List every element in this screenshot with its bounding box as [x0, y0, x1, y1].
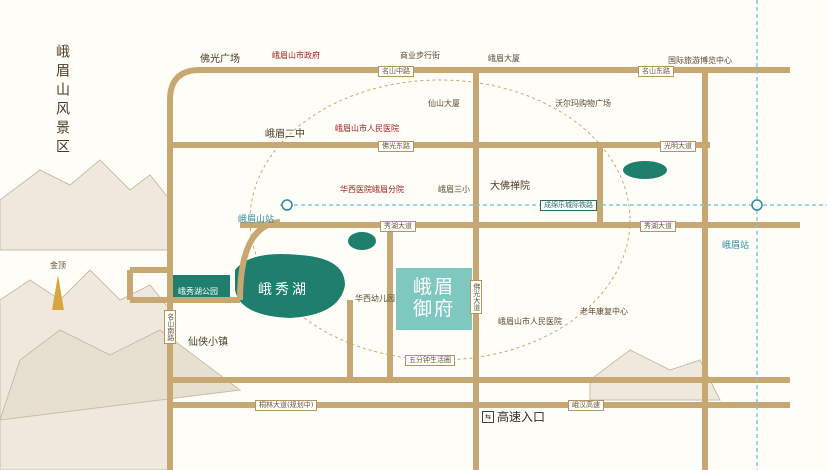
poi-walmart[interactable]: 沃尔玛购物广场: [555, 99, 611, 108]
poi-school2[interactable]: 峨眉二中: [265, 129, 305, 140]
poi-elderly[interactable]: 老年康复中心: [580, 307, 628, 316]
emeishan-station-dot: [281, 199, 293, 211]
poi-foguang-plaza[interactable]: 佛光广场: [200, 54, 240, 65]
road-tongbao: 桐林大道(规划中): [255, 400, 318, 411]
poi-huaxi[interactable]: 华西医院峨眉分院: [340, 185, 404, 194]
poi-gov[interactable]: 峨眉山市政府: [272, 51, 320, 60]
poi-school3[interactable]: 峨眉三小: [438, 185, 470, 194]
road-xiuhu-east: 秀湖大道: [640, 221, 676, 232]
jinding-temple-icon: [52, 275, 64, 310]
poi-city-hospital[interactable]: 峨眉山市人民医院: [498, 317, 562, 326]
poi-kindergarten[interactable]: 华西幼儿园: [355, 294, 395, 303]
road-mingshan-east: 名山东路: [638, 66, 674, 77]
rail-label: 成绵乐城际铁路: [540, 200, 597, 211]
poi-xianshan[interactable]: 仙山大厦: [428, 99, 460, 108]
road-guangming: 光明大道: [660, 141, 696, 152]
poi-dafo[interactable]: 大佛禅院: [490, 181, 530, 192]
pond-shape-2: [348, 232, 376, 250]
poi-expo[interactable]: 国际旅游博览中心: [668, 56, 732, 65]
poi-emeishan-station[interactable]: 峨眉山站: [238, 215, 275, 225]
road-mingshan-south: 名山南路: [164, 310, 176, 344]
poi-jinding[interactable]: 金顶: [50, 261, 66, 270]
mountain-illustration: [0, 159, 721, 470]
road-yihan: 峨汉高速: [568, 400, 604, 411]
five-min-circle: 五分钟生活圈: [405, 355, 455, 366]
road-network: [127, 67, 800, 470]
highway-icon: ⇆: [482, 410, 494, 423]
road-foguang: 佛光东路: [378, 141, 414, 152]
lake-shape: [235, 254, 345, 318]
park-label: 峨秀湖公园: [178, 287, 218, 296]
road-mingshan-middle: 名山中路: [378, 66, 414, 77]
poi-emei-mansion[interactable]: 峨眉大厦: [488, 54, 520, 63]
poi-xianxia[interactable]: 仙侠小镇: [188, 337, 228, 348]
emei-station-dot: [751, 199, 763, 211]
highway-entrance[interactable]: ⇆ 高速入口: [482, 408, 545, 425]
project-block[interactable]: 峨眉 御府: [396, 268, 472, 330]
highway-label: 高速入口: [497, 410, 546, 424]
pond-shape: [623, 161, 667, 179]
poi-hospital[interactable]: 峨眉山市人民医院: [335, 124, 399, 133]
project-name-1: 峨眉: [412, 276, 455, 299]
poi-pedestrian[interactable]: 商业步行街: [400, 51, 440, 60]
project-name-2: 御府: [412, 298, 455, 320]
road-xiuhu: 秀湖大道: [380, 221, 416, 232]
scenic-area-label: 峨眉山风景区: [54, 44, 70, 158]
lake-label: 峨秀湖: [258, 282, 309, 298]
road-foguang-ave: 佛光大道: [470, 280, 482, 314]
park-shape: [170, 275, 230, 300]
poi-emei-station[interactable]: 峨眉站: [722, 241, 750, 251]
